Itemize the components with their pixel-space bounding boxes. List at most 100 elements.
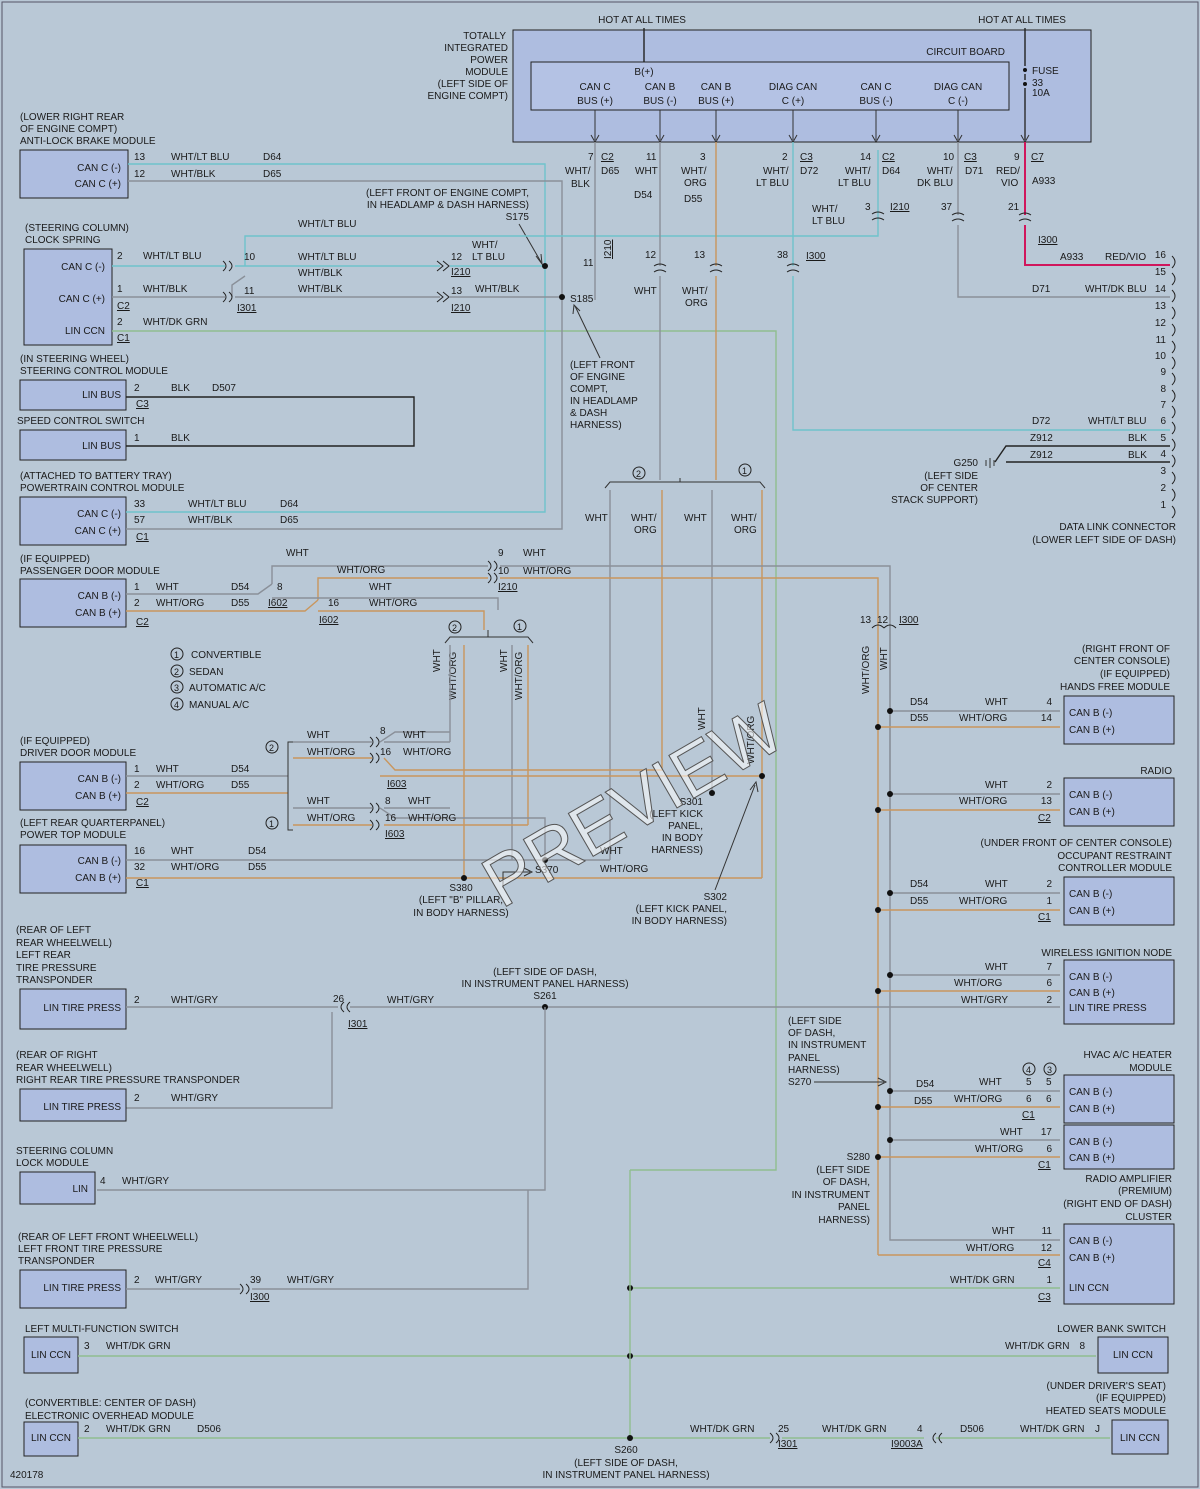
- svg-text:WHT/GRY: WHT/GRY: [122, 1176, 169, 1187]
- svg-text:WHT/BLK: WHT/BLK: [143, 284, 188, 295]
- svg-text:WHT/DK GRN: WHT/DK GRN: [822, 1424, 886, 1435]
- svg-text:CLOCK SPRING: CLOCK SPRING: [25, 235, 101, 246]
- svg-text:5: 5: [1046, 1077, 1052, 1088]
- svg-text:(RIGHT END OF DASH): (RIGHT END OF DASH): [1063, 1199, 1172, 1210]
- svg-text:10A: 10A: [1032, 88, 1050, 99]
- svg-text:BLK: BLK: [1128, 450, 1147, 461]
- svg-text:CAN B (-): CAN B (-): [78, 774, 121, 785]
- svg-text:CAN B (-): CAN B (-): [1069, 708, 1112, 719]
- svg-text:BUS (-): BUS (-): [643, 96, 676, 107]
- svg-text:(REAR OF RIGHT: (REAR OF RIGHT: [16, 1050, 98, 1061]
- svg-text:IN HEADLAMP: IN HEADLAMP: [570, 396, 638, 407]
- svg-text:LT BLU: LT BLU: [756, 178, 789, 189]
- svg-text:REAR WHEELWELL): REAR WHEELWELL): [16, 938, 112, 949]
- connector-arrows: [222, 260, 450, 303]
- svg-text:RADIO: RADIO: [1140, 766, 1172, 777]
- svg-text:POWERTRAIN CONTROL MODULE: POWERTRAIN CONTROL MODULE: [20, 483, 185, 494]
- svg-text:S280: S280: [847, 1152, 871, 1163]
- svg-text:TRANSPONDER: TRANSPONDER: [16, 975, 93, 986]
- svg-text:SEDAN: SEDAN: [189, 667, 223, 678]
- svg-text:3: 3: [700, 152, 706, 163]
- svg-text:WHT/: WHT/: [927, 166, 953, 177]
- svg-text:12: 12: [134, 169, 146, 180]
- svg-text:BUS (-): BUS (-): [859, 96, 892, 107]
- svg-text:WHT/ORG: WHT/ORG: [403, 747, 452, 758]
- svg-text:(IF EQUIPPED): (IF EQUIPPED): [20, 554, 90, 565]
- svg-text:LIN CCN: LIN CCN: [65, 326, 105, 337]
- svg-text:D54: D54: [231, 764, 250, 775]
- svg-text:(LEFT SIDE OF DASH,: (LEFT SIDE OF DASH,: [493, 967, 597, 978]
- svg-text:WHT/: WHT/: [682, 286, 708, 297]
- svg-text:10: 10: [1155, 351, 1167, 362]
- left-rear-tire-transponder: (REAR OF LEFT REAR WHEELWELL) LEFT REAR …: [16, 925, 218, 1030]
- svg-text:WHT/: WHT/: [763, 166, 789, 177]
- svg-text:C2: C2: [601, 152, 614, 163]
- svg-text:D72: D72: [1032, 416, 1051, 427]
- s280-label: S280 (LEFT SIDE OF DASH, IN INSTRUMENT P…: [792, 1152, 871, 1226]
- svg-text:2: 2: [117, 317, 123, 328]
- svg-text:CAN B (+): CAN B (+): [1069, 988, 1115, 999]
- svg-text:D54: D54: [248, 846, 267, 857]
- svg-text:INTEGRATED: INTEGRATED: [444, 43, 508, 54]
- s260-label: S260 (LEFT SIDE OF DASH, IN INSTRUMENT P…: [542, 1445, 709, 1481]
- svg-text:LIN CCN: LIN CCN: [1113, 1350, 1153, 1361]
- svg-text:WHT/DK GRN: WHT/DK GRN: [1005, 1341, 1069, 1352]
- svg-text:C7: C7: [1031, 152, 1044, 163]
- figure-number: 420178: [10, 1470, 44, 1481]
- svg-text:2: 2: [134, 1275, 140, 1286]
- svg-text:I300: I300: [806, 251, 826, 262]
- svg-text:D54: D54: [916, 1079, 935, 1090]
- svg-text:WHT/ORG: WHT/ORG: [861, 645, 872, 694]
- svg-text:26: 26: [333, 994, 345, 1005]
- svg-text:13: 13: [860, 615, 872, 626]
- svg-text:(IN STEERING WHEEL): (IN STEERING WHEEL): [20, 354, 129, 365]
- svg-text:I603: I603: [387, 779, 407, 790]
- left-front-tire-transponder: (REAR OF LEFT FRONT WHEELWELL) LEFT FRON…: [18, 1232, 202, 1309]
- electronic-overhead-module: (CONVERTIBLE: CENTER OF DASH) ELECTRONIC…: [23, 1398, 221, 1457]
- svg-text:WHT/ORG: WHT/ORG: [966, 1243, 1015, 1254]
- svg-text:OF DASH,: OF DASH,: [823, 1177, 870, 1188]
- svg-text:WHT: WHT: [403, 730, 426, 741]
- hot-at-all-times-label: HOT AT ALL TIMES: [978, 15, 1066, 26]
- svg-text:WHT/BLK: WHT/BLK: [171, 169, 216, 180]
- svg-text:MODULE: MODULE: [1129, 1063, 1172, 1074]
- svg-text:(LEFT KICK PANEL,: (LEFT KICK PANEL,: [636, 904, 727, 915]
- svg-text:2: 2: [269, 743, 274, 753]
- svg-text:WHT/DK GRN: WHT/DK GRN: [106, 1341, 170, 1352]
- svg-text:WHT/ORG: WHT/ORG: [171, 862, 220, 873]
- svg-text:12: 12: [877, 615, 889, 626]
- svg-text:I300: I300: [899, 615, 919, 626]
- svg-text:WHT/ORG: WHT/ORG: [959, 713, 1008, 724]
- hvac-module: HVAC A/C HEATER MODULE CAN B (-) CAN B (…: [914, 1050, 1175, 1124]
- svg-text:D54: D54: [634, 190, 653, 201]
- svg-text:I301: I301: [348, 1019, 368, 1030]
- data-link-connector: 16 15 14 13 12 11 10 9 8 7 6 5 4 3 2 1 D…: [1032, 250, 1176, 546]
- svg-text:WHT: WHT: [156, 582, 179, 593]
- svg-text:3: 3: [1160, 466, 1166, 477]
- svg-text:BLK: BLK: [571, 179, 590, 190]
- svg-text:6: 6: [1046, 1094, 1052, 1105]
- svg-text:C3: C3: [136, 399, 149, 410]
- svg-text:WHT/DK BLU: WHT/DK BLU: [1085, 284, 1147, 295]
- hands-free-module: (RIGHT FRONT OF CENTER CONSOLE) (IF EQUI…: [910, 644, 1175, 745]
- svg-text:CAN C (-): CAN C (-): [61, 262, 105, 273]
- ddm-connectors: [369, 736, 380, 831]
- svg-text:16: 16: [1155, 250, 1167, 261]
- svg-text:DATA LINK CONNECTOR: DATA LINK CONNECTOR: [1059, 522, 1176, 533]
- svg-text:11: 11: [646, 152, 657, 163]
- svg-text:HANDS FREE MODULE: HANDS FREE MODULE: [1060, 682, 1170, 693]
- svg-text:WHT: WHT: [408, 796, 431, 807]
- svg-text:(LEFT SIDE OF DASH,: (LEFT SIDE OF DASH,: [574, 1458, 678, 1469]
- svg-text:1: 1: [134, 582, 140, 593]
- svg-text:(REAR OF LEFT FRONT WHEELWELL): (REAR OF LEFT FRONT WHEELWELL): [18, 1232, 198, 1243]
- svg-text:IN BODY: IN BODY: [662, 833, 703, 844]
- svg-text:WHT/ORG: WHT/ORG: [514, 651, 525, 700]
- svg-text:S260: S260: [614, 1445, 638, 1456]
- abs-module: (LOWER RIGHT REAR OF ENGINE COMPT) ANTI-…: [19, 112, 282, 199]
- svg-text:C1: C1: [1022, 1110, 1035, 1121]
- svg-text:& DASH: & DASH: [570, 408, 607, 419]
- svg-text:10: 10: [498, 566, 510, 577]
- svg-text:2: 2: [134, 995, 140, 1006]
- svg-text:CAN B (+): CAN B (+): [1069, 1104, 1115, 1115]
